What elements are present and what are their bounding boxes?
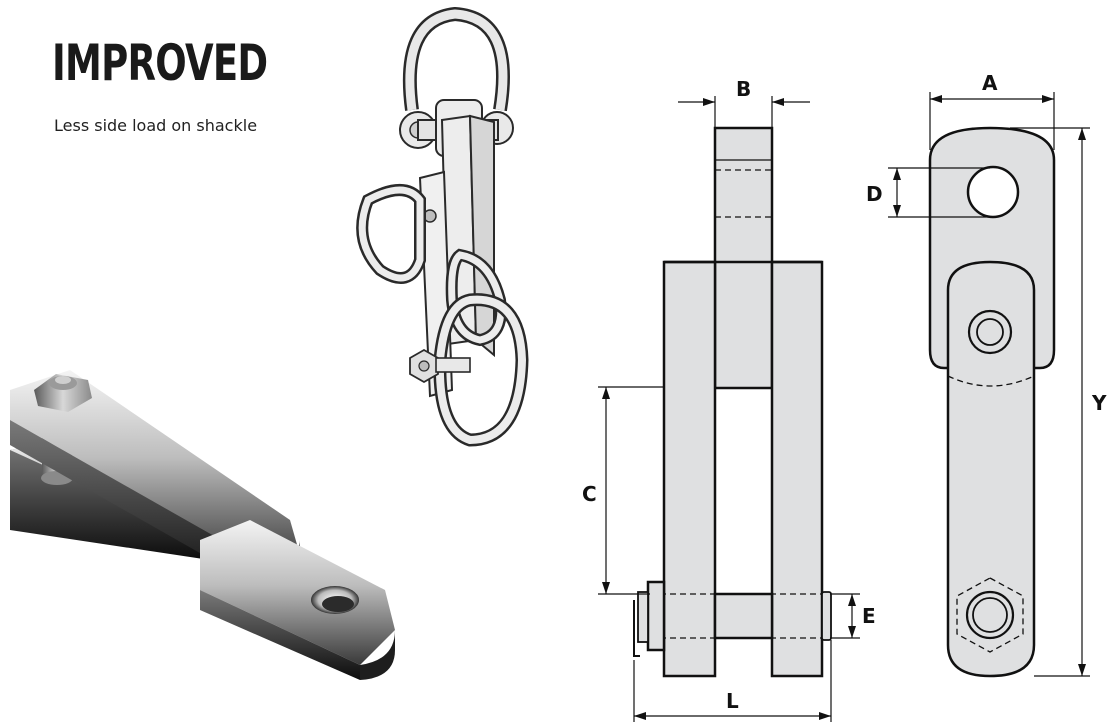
front-view-drawing bbox=[633, 126, 832, 678]
dimension-label-a: A bbox=[982, 71, 998, 95]
clevis-link-3d-render bbox=[10, 370, 395, 680]
headline: IMPROVED bbox=[52, 34, 268, 92]
dimension-label-c: C bbox=[582, 482, 597, 506]
side-view-drawing bbox=[928, 126, 1056, 678]
subheadline: Less side load on shackle bbox=[54, 116, 258, 135]
shackle-assembly-sketch bbox=[356, 6, 529, 447]
dimension-arrowheads bbox=[602, 95, 1086, 720]
dimension-label-e: E bbox=[862, 604, 876, 628]
dimension-label-y: Y bbox=[1091, 391, 1107, 415]
dimension-label-l: L bbox=[726, 689, 739, 713]
dimension-label-b: B bbox=[736, 77, 751, 101]
dimension-label-d: D bbox=[866, 182, 883, 206]
